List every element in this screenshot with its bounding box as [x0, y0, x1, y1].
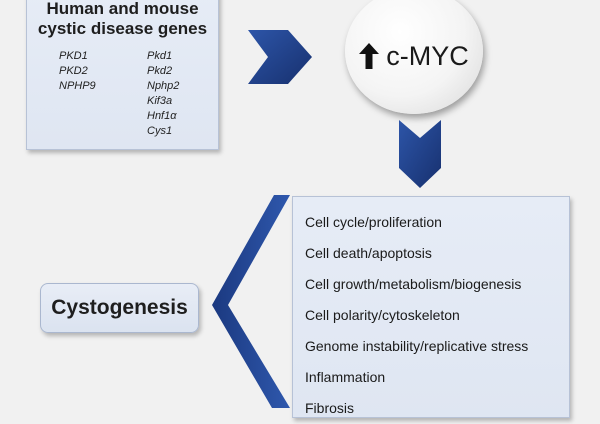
effect-item: Fibrosis [305, 400, 355, 416]
c-myc-label: c-MYC [386, 40, 469, 71]
cystic-genes-panel: Human and mouse cystic disease genes PKD… [26, 0, 219, 150]
effect-item: Inflammation [305, 369, 386, 385]
genes-panel-title: Human and mouse cystic disease genes [27, 0, 218, 39]
human-gene: NPHP9 [59, 80, 96, 92]
mouse-gene: Kif3a [147, 95, 173, 107]
effect-item: Cell polarity/cytoskeleton [305, 307, 460, 323]
effect-item: Cell death/apoptosis [305, 245, 432, 261]
left-bracket-chevron-icon [212, 195, 290, 408]
effect-item: Genome instability/replicative stress [305, 338, 529, 354]
mouse-gene: Pkd2 [147, 65, 173, 77]
up-arrow-icon [359, 43, 380, 69]
cystogenesis-label: Cystogenesis [51, 296, 188, 319]
genes-title-line1: Human and mouse [46, 0, 199, 18]
mouse-genes-list: Pkd1 Pkd2 Nphp2 Kif3a Hnf1α Cys1 [147, 49, 179, 139]
down-chevron-arrow-icon [399, 120, 441, 188]
mouse-gene: Hnf1α [147, 110, 177, 122]
effect-item: Cell cycle/proliferation [305, 214, 442, 230]
right-chevron-arrow-icon [248, 30, 312, 84]
genes-title-line2: cystic disease genes [37, 19, 208, 38]
cystogenesis-node: Cystogenesis [40, 283, 199, 333]
cellular-effects-panel: Cell cycle/proliferation Cell death/apop… [292, 196, 570, 418]
effect-item: Cell growth/metabolism/biogenesis [305, 276, 522, 292]
human-genes-list: PKD1 PKD2 NPHP9 [59, 49, 96, 94]
cellular-effects-list: Cell cycle/proliferation Cell death/apop… [305, 207, 528, 424]
mouse-gene: Nphp2 [147, 80, 180, 92]
mouse-gene: Cys1 [147, 125, 173, 137]
c-myc-node: c-MYC [345, 0, 483, 114]
human-gene: PKD2 [59, 65, 88, 77]
human-gene: PKD1 [59, 50, 88, 62]
mouse-gene: Pkd1 [147, 50, 173, 62]
